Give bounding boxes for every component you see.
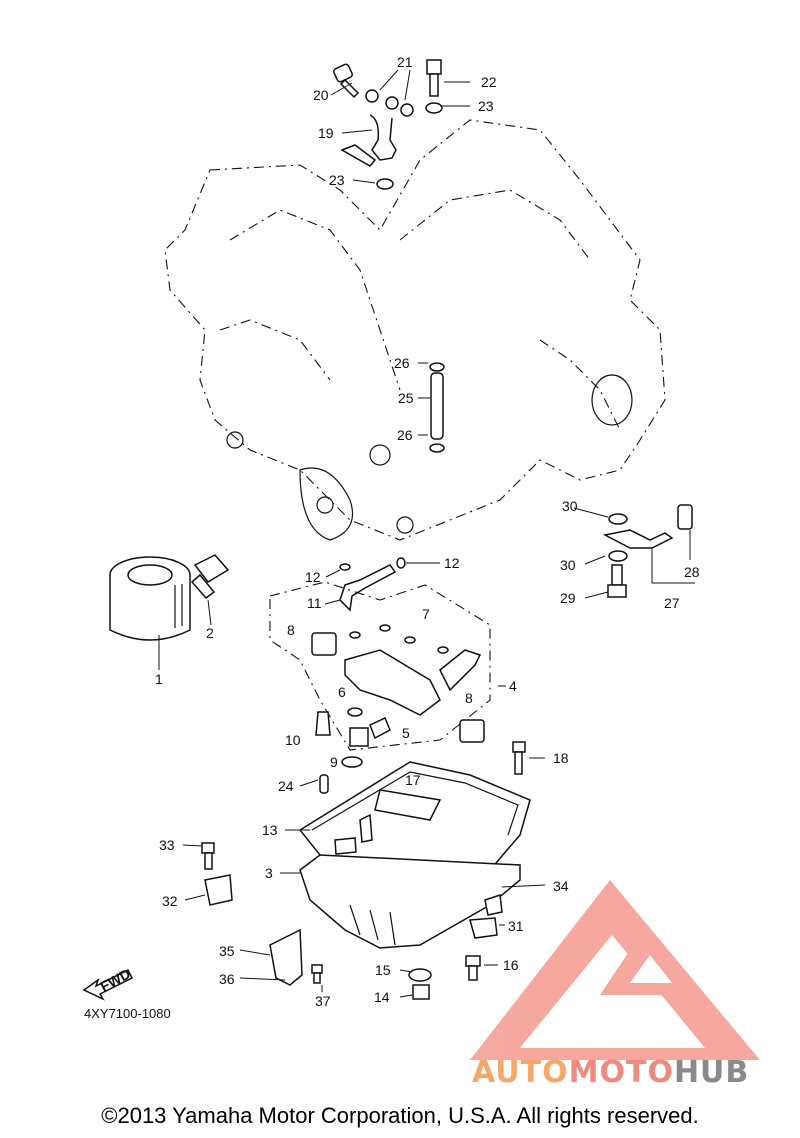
callout-25: 25 (398, 390, 414, 406)
callout-4: 4 (509, 678, 517, 694)
callout-24: 24 (278, 778, 294, 794)
callout-2: 2 (206, 625, 214, 641)
callout-10: 10 (285, 732, 301, 748)
callout-23a: 23 (478, 98, 494, 114)
watermark-auto: AUTO (472, 1055, 569, 1090)
callout-11: 11 (307, 595, 322, 611)
watermark-hub: HUB (673, 1055, 750, 1090)
callout-29: 29 (560, 590, 576, 606)
callout-9: 9 (330, 754, 338, 770)
watermark-moto: MOTO (568, 1055, 674, 1090)
callout-6: 6 (338, 684, 346, 700)
callout-7: 7 (422, 606, 430, 622)
oil-delivery-pipe-group (333, 59, 443, 190)
callout-22: 22 (481, 74, 497, 90)
callout-19: 19 (318, 125, 334, 141)
callout-36: 36 (219, 971, 235, 987)
callout-26a: 26 (394, 355, 410, 371)
leader-lines (158, 69, 695, 998)
callout-32: 32 (162, 893, 178, 909)
callout-33: 33 (159, 837, 175, 853)
callout-23b: 23 (329, 172, 345, 188)
oil-filter-cartridge (109, 556, 191, 641)
callout-5: 5 (402, 725, 410, 741)
callout-37: 37 (315, 993, 331, 1009)
callout-14: 14 (374, 989, 390, 1005)
callout-30a: 30 (562, 498, 578, 514)
callout-12b: 12 (444, 555, 460, 571)
callout-27: 27 (664, 595, 680, 611)
callout-35: 35 (219, 943, 235, 959)
oil-pipe-25 (429, 362, 445, 453)
small-parts (201, 741, 526, 1000)
callout-34: 34 (553, 878, 569, 894)
callout-16: 16 (503, 957, 519, 973)
callout-17: 17 (405, 772, 421, 788)
watermark-text: AUTOMOTOHUB (472, 1055, 749, 1090)
callout-31: 31 (508, 918, 524, 934)
oil-pan (298, 761, 531, 949)
watermark-logo (470, 880, 760, 1060)
callout-21: 21 (397, 54, 413, 70)
callout-20: 20 (313, 87, 329, 103)
crankcase-outline (164, 119, 666, 541)
callout-13: 13 (262, 822, 278, 838)
callout-15: 15 (375, 962, 391, 978)
callout-30b: 30 (560, 557, 576, 573)
callout-8b: 8 (465, 690, 473, 706)
diagram-code: 4XY7100-1080 (84, 1006, 171, 1021)
copyright-notice: ©2013 Yamaha Motor Corporation, U.S.A. A… (101, 1103, 699, 1128)
callout-12a: 12 (305, 569, 321, 585)
oil-pipe-11 (339, 557, 406, 612)
oil-filter-union-bolt (190, 554, 230, 600)
oil-level-switch-group (602, 504, 693, 598)
callout-28: 28 (684, 564, 700, 580)
callout-1: 1 (155, 671, 163, 687)
callout-18: 18 (553, 750, 569, 766)
fwd-arrow-icon: FWD (82, 965, 133, 1001)
oil-strainer-assembly (269, 581, 491, 768)
callout-numbers: 1 2 3 4 5 6 7 8 8 9 10 11 12 12 13 14 15… (155, 54, 700, 1009)
callout-8a: 8 (287, 622, 295, 638)
callout-3: 3 (265, 865, 273, 881)
fwd-label: FWD (97, 965, 133, 994)
callout-26b: 26 (397, 427, 413, 443)
